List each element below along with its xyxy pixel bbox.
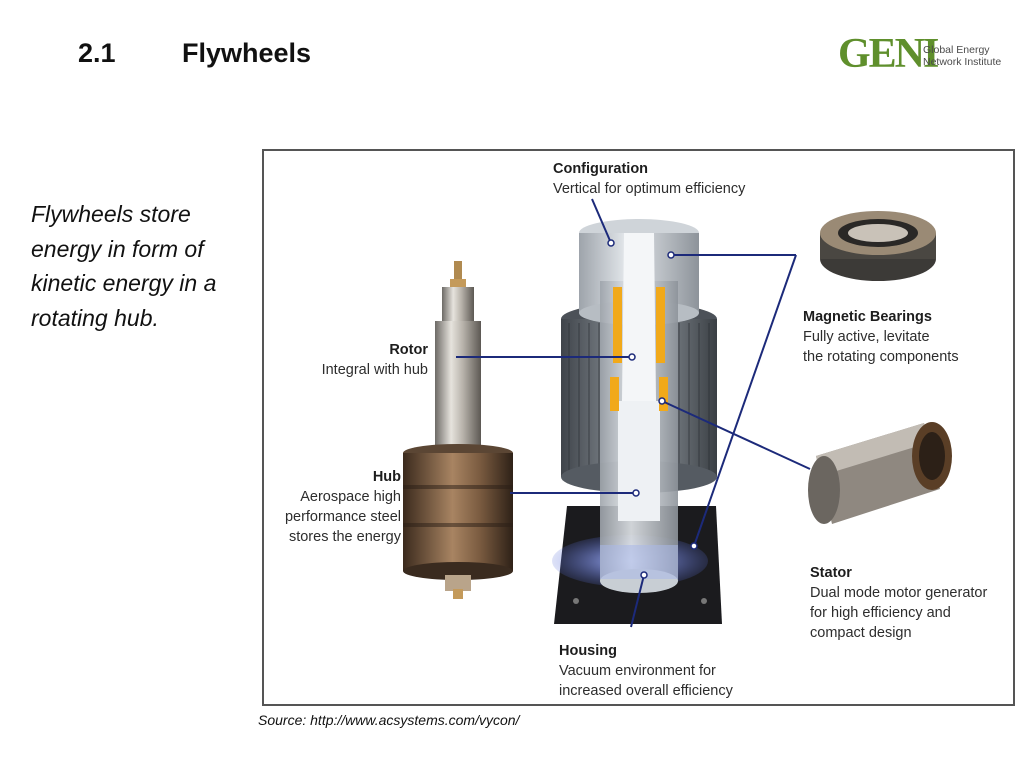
hub-desc-1: Aerospace high: [300, 489, 401, 505]
hub-wheel: [403, 444, 513, 599]
stator-desc-2: for high efficiency and: [810, 605, 951, 621]
housing-label: Housing Vacuum environment for increased…: [559, 641, 733, 701]
stator-desc-1: Dual mode motor generator: [810, 585, 988, 601]
hub-label: Hub Aerospace high performance steel sto…: [264, 467, 401, 547]
rotor-title: Rotor: [389, 342, 428, 358]
housing-title: Housing: [559, 643, 617, 659]
flywheel-diagram: Configuration Vertical for optimum effic…: [262, 149, 1015, 706]
rotor-label: Rotor Integral with hub: [284, 340, 428, 380]
slide-title: 2.1 Flywheels: [78, 38, 311, 69]
magnetic-bearings-desc-1: Fully active, levitate: [803, 329, 930, 345]
flywheel-illustration: [403, 198, 952, 628]
rotor-desc: Integral with hub: [321, 362, 428, 378]
logo-mark: GENI: [838, 31, 939, 77]
stator-title: Stator: [810, 565, 852, 581]
hub-title: Hub: [372, 469, 401, 485]
hub-desc-2: performance steel: [284, 509, 401, 525]
configuration-desc: Vertical for optimum efficiency: [553, 181, 746, 197]
stator-image: [808, 422, 952, 524]
source-citation: Source: http://www.acsystems.com/vycon/: [258, 712, 520, 728]
housing-desc-2: increased overall efficiency: [559, 683, 733, 699]
housing-cutaway: [579, 219, 699, 593]
geni-logo: GENI Global Energy Network Institute: [838, 31, 1013, 77]
magnetic-bearings-title: Magnetic Bearings: [803, 309, 932, 325]
housing-desc-1: Vacuum environment for: [559, 663, 716, 679]
stator-label: Stator Dual mode motor generator for hig…: [810, 563, 987, 643]
hub-desc-3: stores the energy: [288, 529, 401, 545]
leader-lines: [456, 198, 811, 628]
logo-line-1: Global Energy: [923, 44, 990, 56]
magnetic-bearings-desc-2: the rotating components: [803, 349, 959, 365]
configuration-title: Configuration: [553, 161, 649, 177]
intro-text: Flywheels store energy in form of kineti…: [31, 201, 217, 331]
rotor-shaft: [435, 261, 481, 467]
magnetic-bearing-image: [820, 211, 936, 281]
configuration-label: Configuration Vertical for optimum effic…: [553, 159, 745, 199]
magnetic-bearings-label: Magnetic Bearings Fully active, levitate…: [803, 307, 959, 367]
section-number: 2.1: [78, 38, 116, 68]
logo-text: Global Energy Network Institute: [923, 44, 1001, 68]
section-title: Flywheels: [182, 38, 312, 68]
logo-line-2: Network Institute: [923, 56, 1002, 68]
stator-desc-3: compact design: [810, 625, 912, 641]
leader-dots: [607, 239, 698, 579]
